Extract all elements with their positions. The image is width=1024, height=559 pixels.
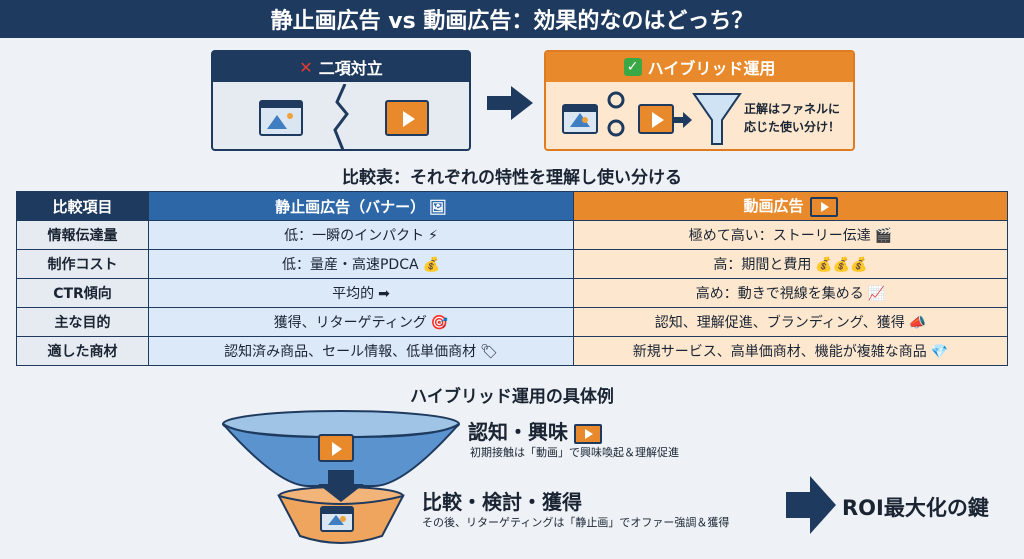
check-icon: ✓ [623, 58, 642, 76]
row-video: 認知、理解促進、ブランディング、獲得📣 [573, 307, 1008, 337]
binary-opposition-title: 二項対立 [318, 59, 383, 78]
stage-conversion-title: 比較・検討・獲得 [422, 490, 582, 514]
gear-icon [607, 91, 625, 137]
video-player-icon [318, 434, 354, 462]
megaphone-icon: 📣 [908, 315, 927, 331]
row-item: 主な目的 [16, 307, 149, 337]
row-static: 低：量産・高速PDCA💰 [148, 249, 574, 279]
chart-up-icon: 📈 [867, 286, 886, 302]
header-static-label: 静止画広告（バナー） [275, 197, 426, 216]
row-static-text: 平均的 [332, 286, 375, 302]
row-static-text: 低：量産・高速PDCA [281, 257, 419, 273]
row-item: CTR傾向 [16, 278, 149, 308]
page-title: 静止画広告 vs 動画広告：効果的なのはどっち？ [0, 0, 1024, 38]
image-window-icon [259, 100, 303, 136]
price-tag-icon: 🏷 [480, 344, 498, 360]
row-video: 新規サービス、高単価商材、機能が複雑な商品💎 [573, 336, 1008, 366]
comparison-table: 比較項目 静止画広告（バナー）🖼 動画広告 情報伝達量 低：一瞬のインパクト⚡ … [16, 191, 1008, 366]
row-item: 制作コスト [16, 249, 149, 279]
hybrid-operation-box: ✓ ハイブリッド運用 正解はファネルに 応じた使い分け！ [544, 50, 855, 151]
row-item: 情報伝達量 [16, 220, 149, 250]
row-video-text: 認知、理解促進、ブランディング、獲得 [654, 315, 905, 331]
row-video: 極めて高い：ストーリー伝達🎬 [573, 220, 1008, 250]
comparison-heading: 比較表：それぞれの特性を理解し使い分ける [342, 168, 682, 188]
crack-divider-icon [333, 84, 349, 150]
hybrid-caption-line1: 正解はファネルに [744, 102, 841, 116]
row-video: 高：期間と費用💰💰💰 [573, 249, 1008, 279]
table-row: 情報伝達量 低：一瞬のインパクト⚡ 極めて高い：ストーリー伝達🎬 [16, 220, 1008, 250]
stage-awareness-label: 認知・興味 [468, 420, 568, 444]
stage-conversion-sub: その後、リターゲティングは「静止画」でオファー強調＆獲得 [422, 516, 730, 529]
hybrid-caption: 正解はファネルに 応じた使い分け！ [744, 100, 840, 136]
hybrid-heading: ハイブリッド運用の具体例 [410, 387, 614, 407]
money-bags-icon: 💰💰💰 [815, 257, 868, 273]
video-player-icon [809, 196, 838, 217]
funnel-diagram [222, 410, 460, 544]
money-bag-icon: 💰 [422, 257, 440, 273]
row-video-text: 極めて高い：ストーリー伝達 [688, 228, 871, 244]
binary-opposition-box: ✕ 二項対立 [211, 50, 471, 151]
stage-awareness-sub: 初期接触は「動画」で興味喚起＆理解促進 [470, 446, 679, 459]
image-window-icon [562, 104, 598, 134]
funnel-icon [692, 93, 742, 145]
small-arrow-icon [674, 112, 692, 128]
row-video-text: 高：期間と費用 [713, 257, 812, 273]
target-icon: 🎯 [430, 315, 449, 331]
row-static: 認知済み商品、セール情報、低単価商材🏷 [148, 336, 574, 366]
table-row: 制作コスト 低：量産・高速PDCA💰 高：期間と費用💰💰💰 [16, 249, 1008, 279]
row-static: 低：一瞬のインパクト⚡ [148, 220, 574, 250]
video-player-icon [385, 100, 429, 136]
row-static: 平均的➡ [148, 278, 574, 308]
header-video-label: 動画広告 [743, 197, 804, 216]
row-static-text: 認知済み商品、セール情報、低単価商材 [224, 344, 477, 360]
video-player-icon [638, 104, 674, 134]
hybrid-operation-title: ハイブリッド運用 [647, 59, 776, 78]
hybrid-caption-line2: 応じた使い分け！ [744, 120, 841, 134]
clapperboard-icon: 🎬 [874, 228, 893, 244]
binary-opposition-header: ✕ 二項対立 [213, 52, 469, 82]
row-static-text: 獲得、リターゲティング [273, 315, 427, 331]
table-row: 主な目的 獲得、リターゲティング🎯 認知、理解促進、ブランディング、獲得📣 [16, 307, 1008, 337]
table-row: CTR傾向 平均的➡ 高め：動きで視線を集める📈 [16, 278, 1008, 308]
gem-icon: 💎 [930, 344, 949, 360]
row-video: 高め：動きで視線を集める📈 [573, 278, 1008, 308]
roi-label: ROI最大化の鍵 [842, 496, 989, 520]
image-file-icon: 🖼 [429, 199, 447, 216]
header-video: 動画広告 [573, 191, 1008, 221]
table-row: 適した商材 認知済み商品、セール情報、低単価商材🏷 新規サービス、高単価商材、機… [16, 336, 1008, 366]
right-arrow-icon [487, 86, 533, 120]
stage-awareness-title: 認知・興味 [468, 416, 602, 445]
image-window-icon [320, 506, 354, 532]
cross-icon: ✕ [299, 57, 313, 77]
header-static: 静止画広告（バナー）🖼 [148, 191, 574, 221]
row-static-text: 低：一瞬のインパクト [284, 228, 425, 244]
row-static: 獲得、リターゲティング🎯 [148, 307, 574, 337]
header-item: 比較項目 [16, 191, 149, 221]
lightning-icon: ⚡ [428, 228, 438, 244]
row-video-text: 高め：動きで視線を集める [695, 286, 864, 302]
row-video-text: 新規サービス、高単価商材、機能が複雑な商品 [632, 344, 927, 360]
row-item: 適した商材 [16, 336, 149, 366]
hybrid-operation-header: ✓ ハイブリッド運用 [546, 52, 853, 82]
big-right-arrow-icon [786, 476, 836, 534]
table-header-row: 比較項目 静止画広告（バナー）🖼 動画広告 [16, 191, 1008, 221]
right-arrow-icon: ➡ [378, 286, 390, 302]
video-player-icon [574, 423, 602, 444]
